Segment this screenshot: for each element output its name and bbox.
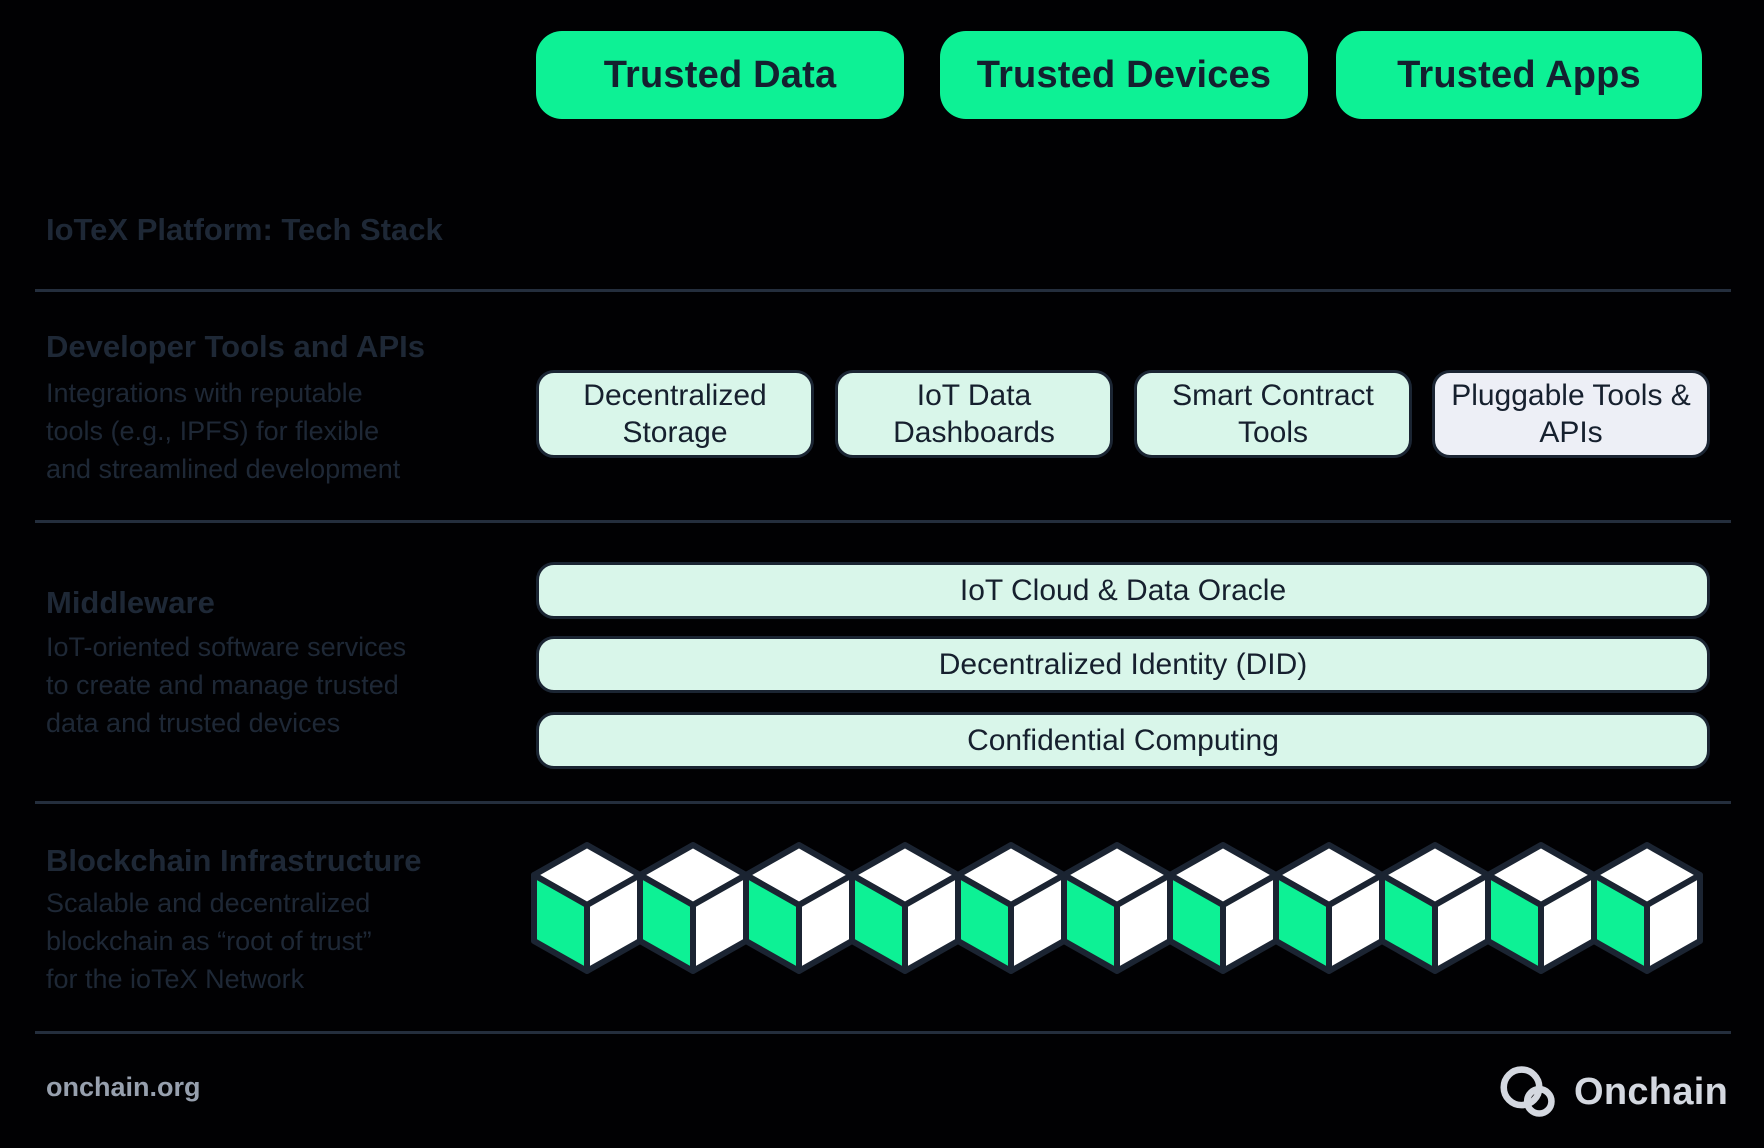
description-line: blockchain as “root of trust” <box>46 926 372 956</box>
description-line: for the ioTeX Network <box>46 964 305 994</box>
blockchain-cubes <box>531 841 1713 977</box>
description-line: to create and manage trusted <box>46 670 399 700</box>
blockchain-infrastructure-description: Scalable and decentralized blockchain as… <box>46 884 506 998</box>
onchain-knot-icon <box>1500 1066 1555 1117</box>
decentralized-storage-box: Decentralized Storage <box>536 370 814 458</box>
smart-contract-tools-box: Smart Contract Tools <box>1134 370 1412 458</box>
description-line: Scalable and decentralized <box>46 888 371 918</box>
developer-tools-heading: Developer Tools and APIs <box>46 329 425 364</box>
onchain-brand: Onchain <box>1496 1060 1732 1124</box>
trusted-apps-pill: Trusted Apps <box>1336 31 1702 119</box>
trusted-devices-pill: Trusted Devices <box>940 31 1308 119</box>
description-line: and streamlined development <box>46 454 401 484</box>
pluggable-tools-apis-box: Pluggable Tools & APIs <box>1432 370 1710 458</box>
divider <box>35 801 1731 804</box>
description-line: data and trusted devices <box>46 708 341 738</box>
decentralized-identity-bar: Decentralized Identity (DID) <box>536 636 1710 693</box>
description-line: Integrations with reputable <box>46 378 363 408</box>
divider <box>35 289 1731 292</box>
blockchain-cube-icon <box>531 842 1703 974</box>
brand-name: Onchain <box>1574 1070 1729 1113</box>
trusted-data-pill: Trusted Data <box>536 31 904 119</box>
blockchain-infrastructure-heading: Blockchain Infrastructure <box>46 843 422 878</box>
confidential-computing-bar: Confidential Computing <box>536 712 1710 769</box>
divider <box>35 520 1731 523</box>
iot-cloud-data-oracle-bar: IoT Cloud & Data Oracle <box>536 562 1710 619</box>
footer-site-url: onchain.org <box>46 1072 201 1102</box>
description-line: tools (e.g., IPFS) for flexible <box>46 416 380 446</box>
description-line: IoT-oriented software services <box>46 632 407 662</box>
divider <box>35 1031 1731 1034</box>
iot-data-dashboards-box: IoT Data Dashboards <box>835 370 1113 458</box>
middleware-heading: Middleware <box>46 585 215 620</box>
developer-tools-description: Integrations with reputable tools (e.g.,… <box>46 374 506 488</box>
page-title: IoTeX Platform: Tech Stack <box>46 212 443 247</box>
middleware-description: IoT-oriented software services to create… <box>46 628 506 742</box>
